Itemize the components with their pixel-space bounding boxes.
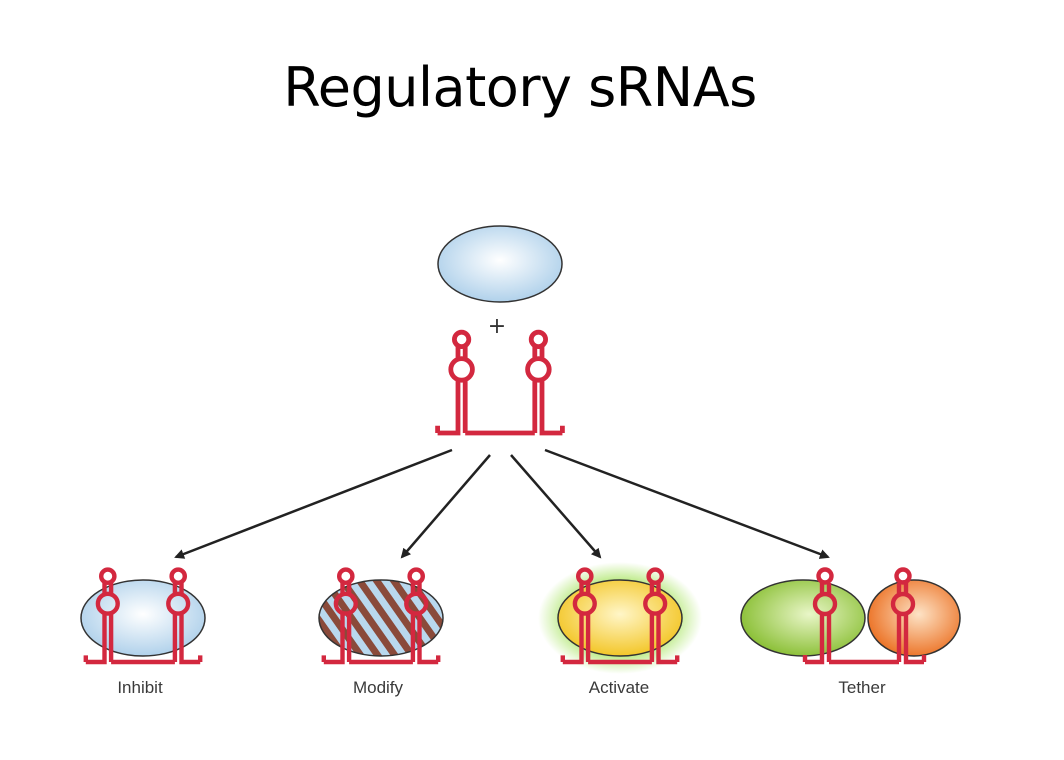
outcome-modify: Modify	[318, 570, 444, 697]
srna-tether	[802, 567, 927, 665]
arrow-tether	[544, 448, 830, 559]
free-protein	[437, 225, 563, 303]
label-modify: Modify	[353, 678, 404, 697]
arrow-modify	[400, 454, 491, 559]
arrow-inhibit	[174, 448, 453, 559]
label-inhibit: Inhibit	[117, 678, 163, 697]
plus-sign: +	[488, 314, 506, 339]
outcome-activate: Activate	[538, 562, 702, 697]
srna-top	[438, 332, 563, 433]
outcome-tether: Tether	[740, 567, 961, 697]
label-activate: Activate	[589, 678, 649, 697]
outcome-inhibit: Inhibit	[80, 570, 206, 697]
tether-protein-orange	[867, 579, 961, 657]
tether-protein-green	[740, 579, 866, 657]
slide-title: Regulatory sRNAs	[283, 56, 757, 119]
label-tether: Tether	[838, 678, 886, 697]
arrow-activate	[510, 454, 602, 559]
arrows	[174, 448, 830, 559]
